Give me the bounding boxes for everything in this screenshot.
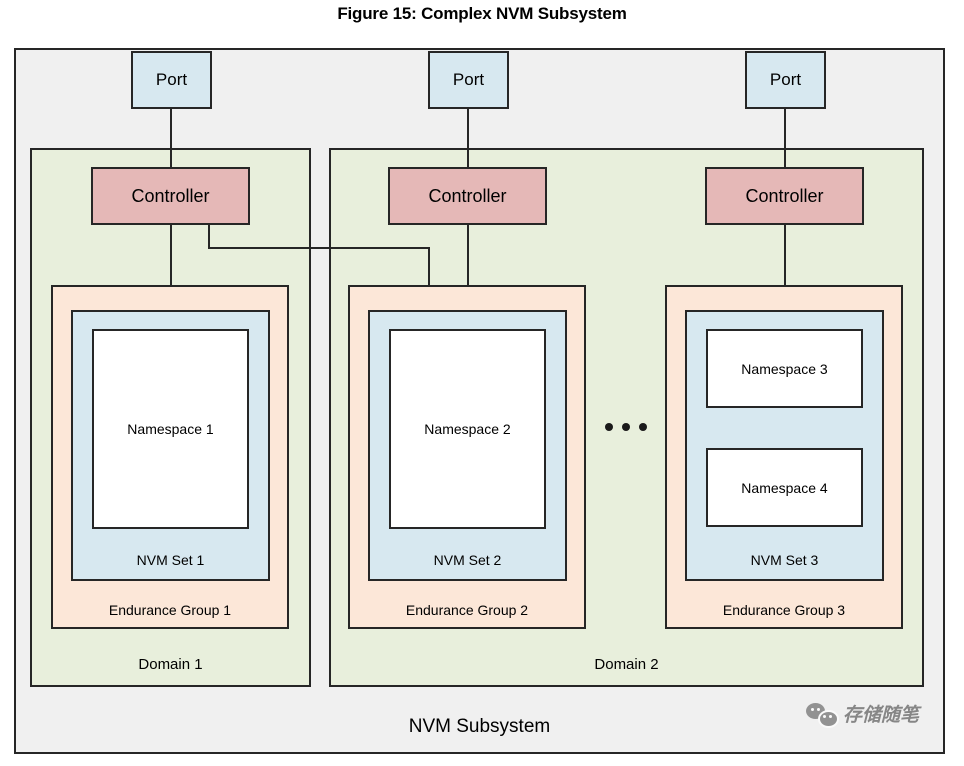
- namespace-4-box: Namespace 4: [706, 448, 863, 527]
- port-3-box: Port: [745, 51, 826, 109]
- namespace-1-box: Namespace 1: [92, 329, 249, 529]
- connector-port1-controller1: [170, 108, 172, 169]
- figure-title: Figure 15: Complex NVM Subsystem: [337, 4, 627, 23]
- port-3-label: Port: [769, 70, 802, 89]
- endurance-group-1-label: Endurance Group 1: [108, 602, 232, 618]
- connector-port2-controller2: [467, 108, 469, 169]
- connector-controller1-cross-right: [208, 247, 430, 249]
- namespace-1-label: Namespace 1: [127, 421, 214, 437]
- namespace-2-label: Namespace 2: [424, 421, 511, 437]
- wechat-icon: [806, 702, 839, 728]
- watermark: 存储随笔: [806, 700, 920, 728]
- connector-controller2-namespace2: [467, 223, 469, 331]
- port-2-label: Port: [452, 70, 485, 89]
- connector-port3-controller3: [784, 108, 786, 169]
- connector-controller3-namespace3: [784, 223, 786, 331]
- nvm-set-1-label: NVM Set 1: [136, 552, 205, 568]
- controller-3-label: Controller: [745, 185, 824, 206]
- controller-2-label: Controller: [428, 185, 507, 206]
- wechat-eye-4: [829, 714, 832, 718]
- port-1-label: Port: [155, 70, 188, 89]
- controller-3-box: Controller: [705, 167, 864, 225]
- endurance-group-2-label: Endurance Group 2: [405, 602, 529, 618]
- ellipsis-dot-1: [605, 423, 613, 431]
- wechat-eye-1: [811, 707, 814, 711]
- controller-1-box: Controller: [91, 167, 250, 225]
- connector-controller1-cross-down-a: [208, 223, 210, 249]
- nvm-subsystem-label: NVM Subsystem: [408, 716, 551, 737]
- wechat-eye-2: [817, 707, 820, 711]
- namespace-3-label: Namespace 3: [741, 360, 828, 377]
- namespace-3-box: Namespace 3: [706, 329, 863, 408]
- watermark-text: 存储随笔: [843, 704, 920, 726]
- connector-controller1-namespace1: [170, 223, 172, 331]
- ellipsis-more-indicator: [605, 416, 647, 438]
- namespace-4-label: Namespace 4: [741, 479, 828, 496]
- nvm-set-3-label: NVM Set 3: [750, 552, 819, 568]
- port-1-box: Port: [131, 51, 212, 109]
- domain-2-label: Domain 2: [594, 656, 659, 673]
- endurance-group-3-label: Endurance Group 3: [722, 602, 846, 618]
- domain-1-label: Domain 1: [138, 656, 203, 673]
- namespace-2-box: Namespace 2: [389, 329, 546, 529]
- nvm-set-2-label: NVM Set 2: [433, 552, 502, 568]
- controller-2-box: Controller: [388, 167, 547, 225]
- port-2-box: Port: [428, 51, 509, 109]
- ellipsis-dot-3: [639, 423, 647, 431]
- wechat-bubble-small: [818, 709, 839, 728]
- controller-1-label: Controller: [131, 185, 210, 206]
- wechat-eye-3: [823, 714, 826, 718]
- ellipsis-dot-2: [622, 423, 630, 431]
